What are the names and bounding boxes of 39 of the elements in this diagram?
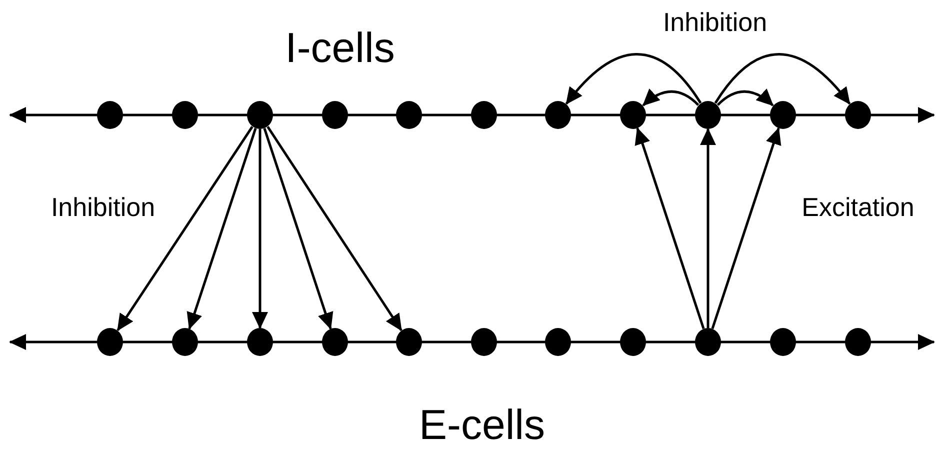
arrow xyxy=(634,127,705,330)
population-label: E-cells xyxy=(418,404,546,446)
arrow xyxy=(116,126,254,332)
cell-dot xyxy=(695,101,721,129)
cell-dot xyxy=(396,328,422,356)
arrow xyxy=(700,128,716,328)
arrow xyxy=(263,128,334,330)
arrow xyxy=(565,53,702,105)
arrow xyxy=(266,126,402,332)
cell-dot xyxy=(695,328,721,356)
cell-dot xyxy=(545,101,571,129)
cell-dot xyxy=(322,328,348,356)
cell-dot xyxy=(396,101,422,129)
cell-dot xyxy=(97,101,123,129)
connection-label: Excitation xyxy=(802,194,914,220)
cell-dot xyxy=(545,328,571,356)
cell-dot xyxy=(97,328,123,356)
cell-dot xyxy=(845,328,871,356)
cell-dot xyxy=(770,328,796,356)
cell-dot xyxy=(770,101,796,129)
cell-dot xyxy=(620,328,646,356)
arrow xyxy=(714,53,851,105)
arrow xyxy=(716,88,774,106)
cell-dot xyxy=(247,328,273,356)
cell-dot xyxy=(620,101,646,129)
connection-label: Inhibition xyxy=(50,194,156,220)
cell-dot xyxy=(322,101,348,129)
population-label: I-cells xyxy=(285,27,395,69)
arrow xyxy=(642,88,700,106)
arrow xyxy=(711,127,782,330)
cell-dot xyxy=(172,328,198,356)
connection-label: Inhibition xyxy=(662,9,768,35)
cell-dot xyxy=(845,101,871,129)
cell-dot xyxy=(247,101,273,129)
cell-dot xyxy=(172,101,198,129)
arrow xyxy=(186,128,257,330)
cell-dot xyxy=(471,101,497,129)
arrow xyxy=(252,129,268,329)
cell-dot xyxy=(471,328,497,356)
